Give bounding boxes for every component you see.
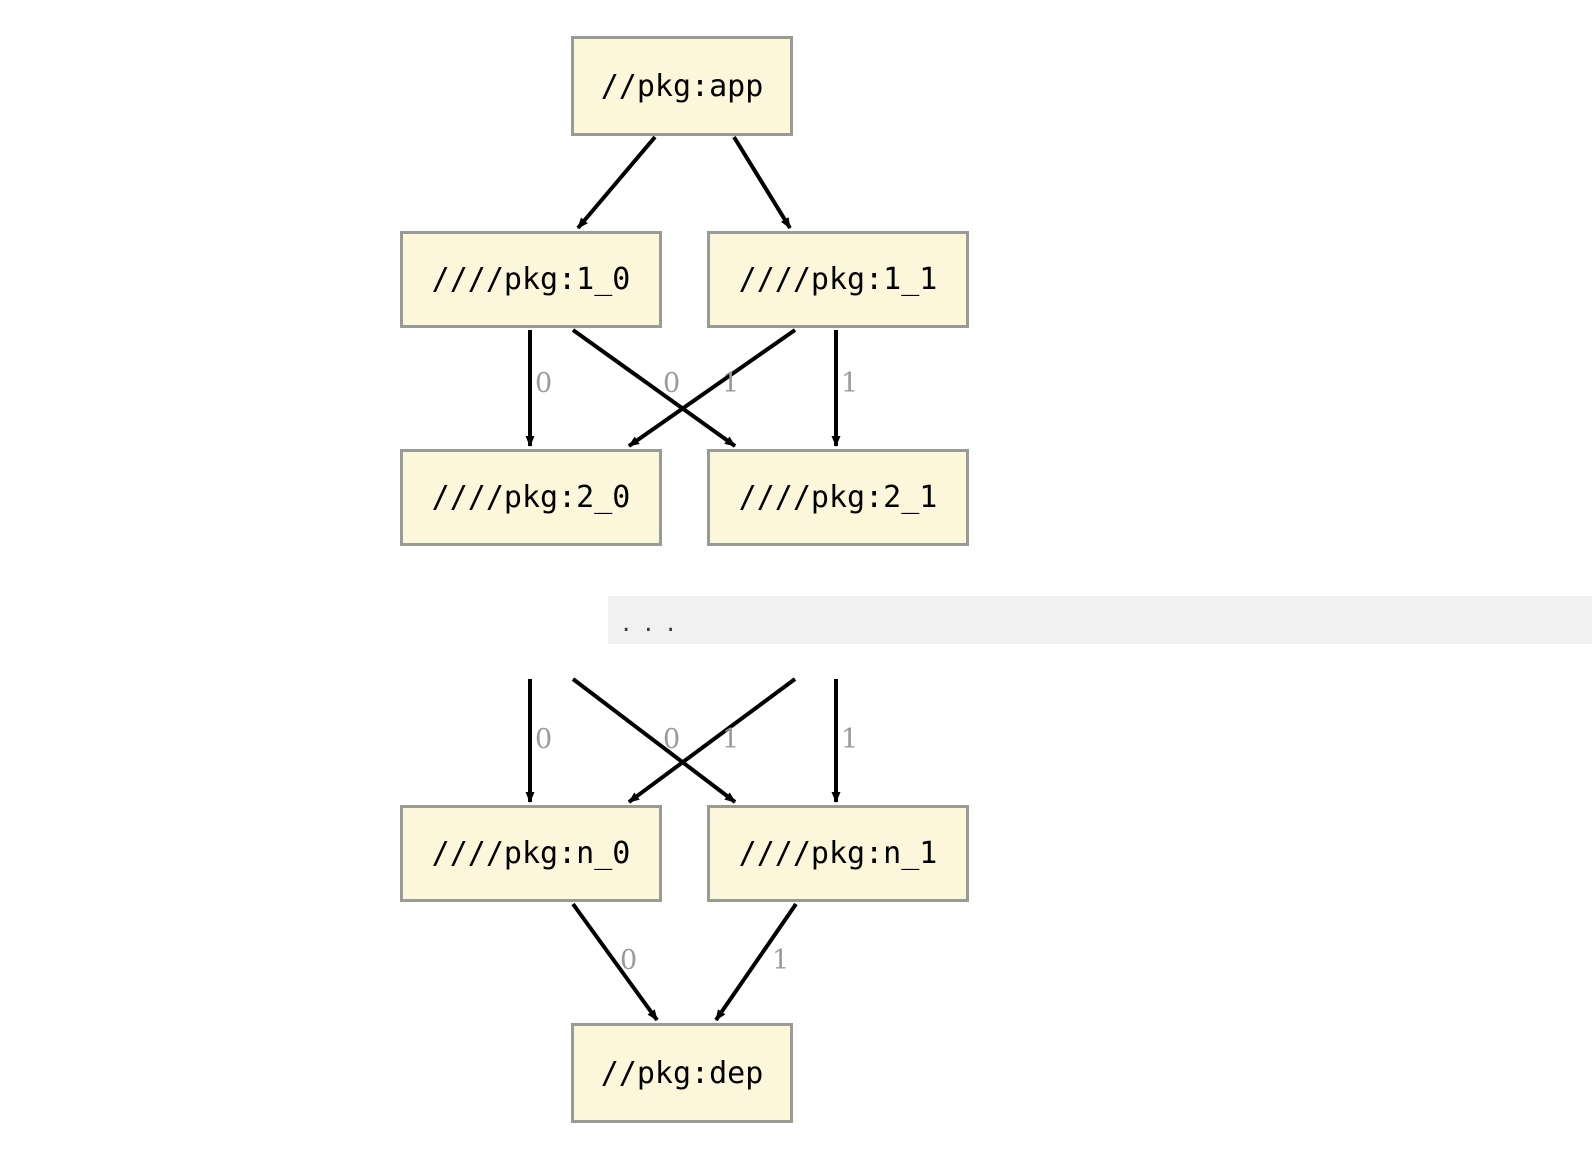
node-label: ////pkg:1_1 [738, 262, 938, 297]
node-dep[interactable]: //pkg:dep [571, 1023, 793, 1123]
edge-l1_0-to-l2_1 [571, 328, 737, 448]
node-l1_1[interactable]: ////pkg:1_1 [707, 231, 969, 328]
ellipsis-band: ... [608, 596, 1592, 644]
edge-label: 1 [841, 368, 859, 399]
node-ln_1[interactable]: ////pkg:n_1 [707, 805, 969, 902]
edge-label: 0 [535, 368, 553, 399]
node-label: ////pkg:1_0 [431, 262, 631, 297]
node-label: ////pkg:2_1 [738, 480, 938, 515]
ellipsis-dots: ... [622, 608, 689, 638]
edge-ln_0-to-dep [571, 902, 659, 1022]
edge-label: 1 [772, 945, 790, 976]
node-label: ////pkg:n_1 [738, 836, 938, 871]
node-app[interactable]: //pkg:app [571, 36, 793, 136]
node-label: ////pkg:n_0 [431, 836, 631, 871]
node-l2_0[interactable]: ////pkg:2_0 [400, 449, 662, 546]
node-l1_0[interactable]: ////pkg:1_0 [400, 231, 662, 328]
edge-app-to-l1_1 [732, 135, 792, 230]
edge-label: 0 [535, 724, 553, 755]
edge-ln_1-to-dep [714, 902, 798, 1022]
edge-l1_1-to-l2_0 [627, 328, 797, 448]
node-label: //pkg:app [600, 68, 764, 104]
edge-lines [525, 135, 841, 1022]
edge-label: 0 [620, 945, 638, 976]
node-ln_0[interactable]: ////pkg:n_0 [400, 805, 662, 902]
edge-app-to-l1_0 [576, 135, 657, 230]
node-label: ////pkg:2_0 [431, 480, 631, 515]
edge-label: 1 [722, 724, 740, 755]
node-label: //pkg:dep [600, 1055, 764, 1091]
edge-label: 0 [663, 724, 681, 755]
edge-label: 1 [841, 724, 859, 755]
edge-label: 0 [663, 368, 681, 399]
edge-ellipsis-to-ln_1 [571, 677, 737, 804]
node-l2_1[interactable]: ////pkg:2_1 [707, 449, 969, 546]
edge-ellipsis-to-ln_0 [627, 677, 797, 804]
edge-label: 1 [722, 368, 740, 399]
